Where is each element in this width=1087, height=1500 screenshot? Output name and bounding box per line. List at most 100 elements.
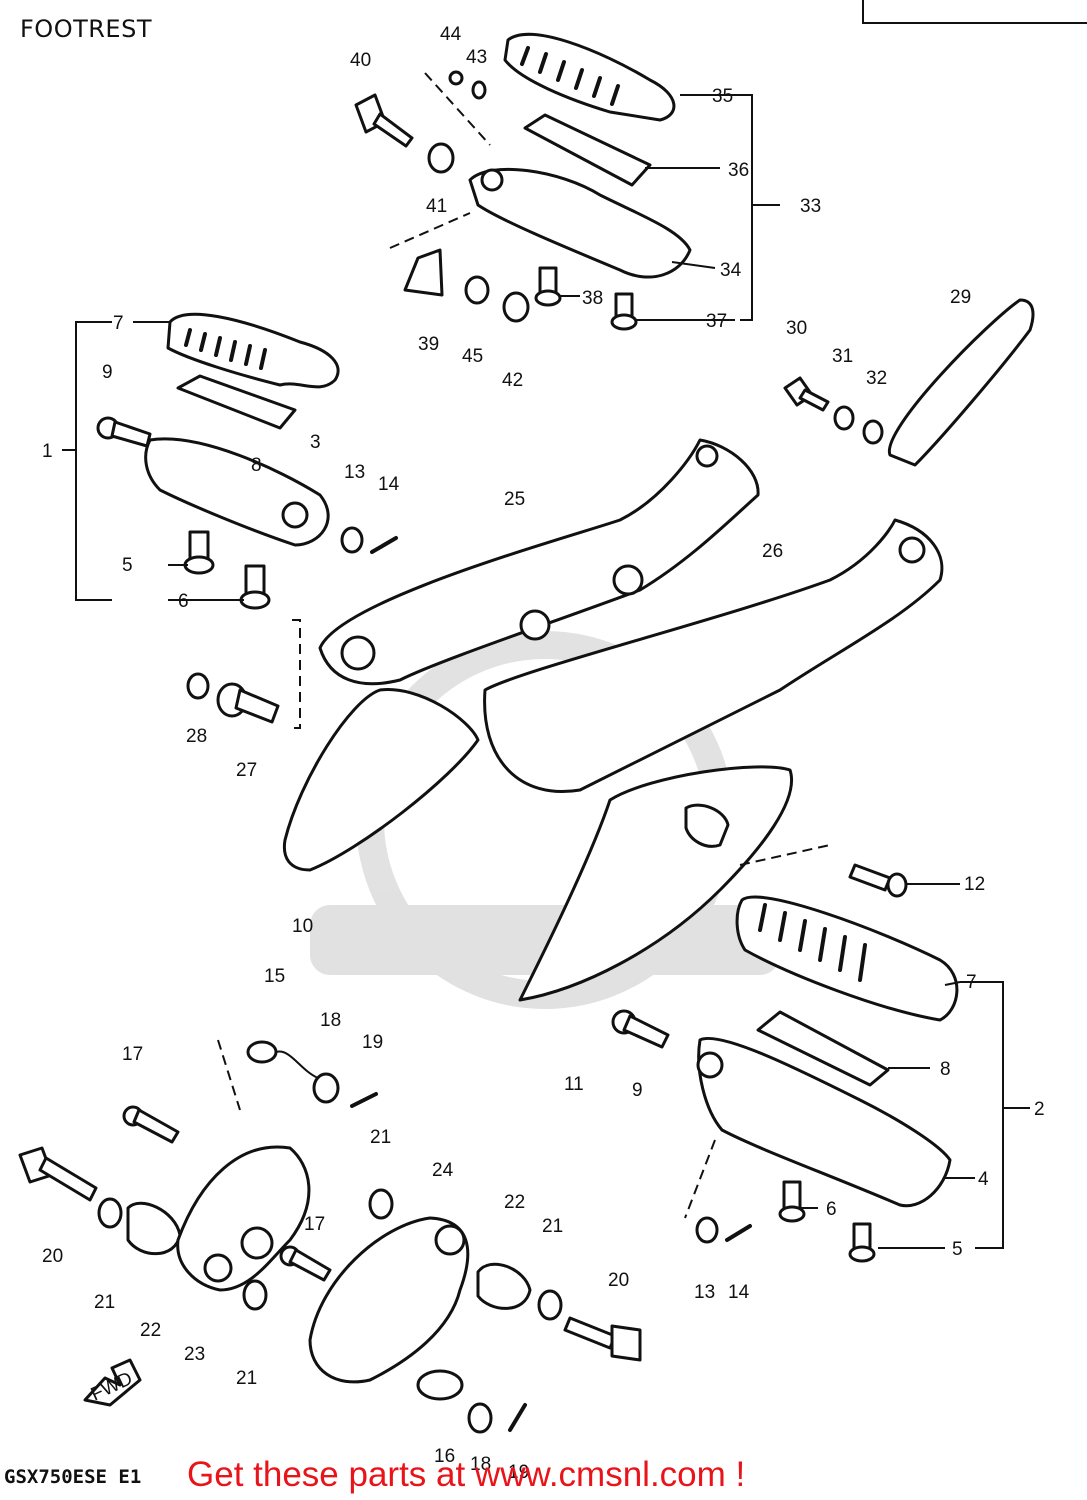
cotter-pin-19-upper — [350, 1092, 378, 1108]
callout-5-lower: 5 — [952, 1239, 963, 1260]
callout-33: 33 — [800, 196, 821, 217]
callout-9-upper: 9 — [102, 362, 113, 383]
callout-26: 26 — [762, 541, 783, 562]
heel-guard-11 — [518, 765, 793, 1002]
washer-44 — [448, 70, 464, 86]
callout-13-upper: 13 — [344, 462, 365, 483]
washer-45 — [464, 275, 490, 305]
footpeg-rubber-left — [166, 312, 340, 389]
pin-9-upper — [96, 416, 152, 448]
callout-11: 11 — [564, 1074, 584, 1095]
callout-40: 40 — [350, 50, 371, 71]
callout-6-upper: 6 — [178, 591, 189, 612]
callout-39: 39 — [418, 334, 439, 355]
callout-43: 43 — [466, 47, 487, 68]
pin-17-lower — [279, 1245, 332, 1282]
washer-21-d — [537, 1289, 563, 1321]
callout-20-right: 20 — [608, 1270, 629, 1291]
cotter-pin-19-lower — [508, 1403, 527, 1432]
bolt-38 — [534, 266, 562, 307]
washer-21-c — [368, 1188, 394, 1220]
callout-2: 2 — [1034, 1099, 1045, 1120]
footpeg-plate-rear — [523, 113, 652, 187]
callout-27: 27 — [236, 760, 257, 781]
washer-13-upper — [340, 526, 364, 554]
callout-8-lower: 8 — [940, 1059, 951, 1080]
footpeg-plate-right — [756, 1010, 890, 1087]
pin-17-upper — [122, 1105, 180, 1144]
washer-21-a — [97, 1197, 123, 1229]
callout-17-lower: 17 — [304, 1214, 325, 1235]
callout-12: 12 — [964, 874, 985, 895]
model-code: GSX750ESE E1 — [4, 1466, 142, 1488]
callout-3: 3 — [310, 432, 321, 453]
bolt-20-left — [18, 1146, 98, 1202]
callout-21-d: 21 — [542, 1216, 563, 1237]
bolt-6-lower — [778, 1180, 806, 1223]
callout-44: 44 — [440, 24, 462, 45]
washer-18-lower — [467, 1402, 493, 1434]
callout-41: 41 — [426, 196, 447, 217]
footpeg-rubber-rear — [503, 32, 676, 122]
callout-29: 29 — [950, 287, 971, 308]
callout-4: 4 — [978, 1169, 989, 1190]
callout-19-lower: 19 — [508, 1462, 529, 1483]
footrest-bracket-26 — [483, 518, 944, 793]
footpeg-body-left — [144, 437, 330, 547]
callout-42: 42 — [502, 370, 523, 391]
heel-plate — [888, 298, 1035, 467]
callout-25: 25 — [504, 489, 525, 510]
header-frame — [862, 0, 1087, 24]
callout-7-lower: 7 — [966, 972, 977, 993]
footpeg-body-right — [696, 1037, 952, 1208]
callout-5-upper: 5 — [122, 555, 133, 576]
callout-13-lower: 13 — [694, 1282, 715, 1303]
callout-21-b: 21 — [236, 1368, 257, 1389]
washer-13-lower — [695, 1216, 719, 1244]
callout-32: 32 — [866, 368, 887, 389]
callout-1: 1 — [42, 441, 53, 462]
callout-35: 35 — [712, 86, 733, 107]
callout-14-upper: 14 — [378, 474, 400, 495]
cotter-pin-14-upper — [370, 536, 398, 554]
bolt-27 — [216, 682, 280, 724]
washer-28 — [186, 672, 210, 700]
callout-16: 16 — [434, 1446, 455, 1467]
callout-14-lower: 14 — [728, 1282, 750, 1303]
callout-45: 45 — [462, 346, 483, 367]
callout-22-right: 22 — [504, 1192, 525, 1213]
washer-31 — [833, 405, 855, 431]
spring-16 — [416, 1369, 464, 1401]
bracket-arm-10 — [282, 688, 480, 872]
diagram-title: FOOTREST — [20, 15, 152, 43]
bolt-40 — [354, 93, 414, 148]
spring-43 — [471, 80, 487, 100]
bolt-5-upper — [183, 530, 215, 575]
bushing-42 — [502, 291, 530, 323]
washer-21-b — [242, 1279, 268, 1311]
bolt-5-lower — [848, 1222, 876, 1263]
bolt-6-upper — [239, 564, 271, 610]
callout-6-lower: 6 — [826, 1199, 837, 1220]
bushing-22-right — [476, 1262, 532, 1310]
callout-8-upper: 8 — [251, 455, 262, 476]
parts-link[interactable]: Get these parts at www.cmsnl.com ! — [187, 1455, 746, 1494]
callout-28: 28 — [186, 726, 207, 747]
bolt-20-right — [563, 1316, 642, 1362]
callout-18-upper: 18 — [320, 1010, 341, 1031]
callout-30: 30 — [786, 318, 807, 339]
callout-15: 15 — [264, 966, 285, 987]
washer-18-upper — [312, 1072, 340, 1104]
callout-37: 37 — [706, 311, 727, 332]
washer-32 — [862, 419, 884, 445]
callout-18-lower: 18 — [470, 1454, 491, 1475]
leader-lines — [133, 94, 975, 1249]
footpeg-body-rear — [468, 167, 692, 279]
callout-20-left: 20 — [42, 1246, 63, 1267]
footrest-bracket-25 — [318, 438, 760, 686]
callout-19-upper: 19 — [362, 1032, 383, 1053]
callout-21-c: 21 — [370, 1127, 391, 1148]
bushing-22-left — [126, 1201, 182, 1256]
callout-22-left: 22 — [140, 1320, 161, 1341]
